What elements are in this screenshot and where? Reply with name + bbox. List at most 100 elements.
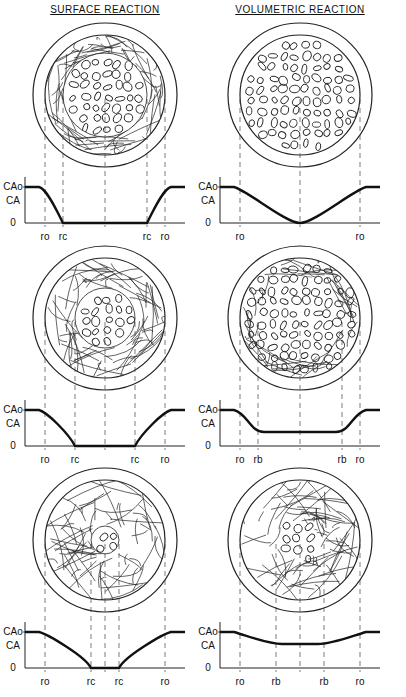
reacted-line bbox=[95, 508, 132, 512]
axis-label: ro bbox=[235, 232, 246, 242]
reacted-line bbox=[333, 514, 359, 551]
axis-label: ro bbox=[355, 677, 366, 687]
pore bbox=[280, 286, 289, 296]
reacted-line bbox=[69, 331, 72, 359]
reacted-line bbox=[75, 143, 104, 145]
concentration-curve bbox=[25, 410, 185, 446]
reacted-line bbox=[64, 514, 76, 544]
reacted-line bbox=[75, 276, 78, 305]
reacted-line bbox=[255, 292, 263, 336]
reacted-line bbox=[271, 583, 276, 586]
reacted-line bbox=[250, 287, 256, 316]
pore bbox=[271, 96, 278, 104]
reacted-line bbox=[125, 37, 134, 45]
pore bbox=[114, 316, 126, 328]
pore bbox=[345, 118, 351, 125]
reacted-line bbox=[245, 336, 249, 338]
axis-label: CAo bbox=[2, 405, 23, 415]
axis-label: CAo bbox=[2, 182, 23, 192]
reacted-line bbox=[326, 565, 340, 585]
pore bbox=[270, 319, 276, 328]
guide-line bbox=[45, 544, 46, 672]
reacted-line bbox=[155, 526, 164, 561]
pore bbox=[83, 103, 91, 111]
reacted-line bbox=[64, 134, 96, 139]
column-heading: SURFACE REACTION bbox=[49, 5, 161, 15]
reacted-line bbox=[345, 522, 354, 580]
axis-label: 0 bbox=[204, 663, 212, 673]
pore bbox=[313, 109, 322, 117]
axis-label: CA bbox=[5, 641, 21, 651]
pore bbox=[111, 103, 122, 115]
pore bbox=[257, 117, 264, 128]
pore bbox=[245, 86, 254, 96]
reacted-line bbox=[120, 503, 125, 525]
reacted-line bbox=[133, 338, 143, 345]
guide-line bbox=[165, 322, 166, 450]
reacted-line bbox=[287, 512, 310, 515]
pore bbox=[301, 64, 307, 75]
pore bbox=[347, 96, 356, 105]
pore bbox=[68, 105, 78, 115]
pore bbox=[324, 288, 332, 295]
pore bbox=[247, 96, 256, 105]
pore bbox=[98, 532, 109, 543]
guide-line bbox=[240, 544, 241, 672]
reacted-line bbox=[276, 559, 294, 590]
core-boundary bbox=[63, 53, 147, 137]
pore bbox=[92, 104, 100, 112]
pore bbox=[81, 328, 92, 338]
pore bbox=[96, 544, 106, 553]
pore bbox=[280, 330, 288, 338]
reacted-line bbox=[309, 277, 346, 303]
axis-label: ro bbox=[235, 455, 246, 465]
axis-label: CAo bbox=[197, 182, 218, 192]
pore bbox=[257, 61, 267, 72]
reacted-layer bbox=[43, 480, 165, 604]
reacted-line bbox=[79, 493, 104, 510]
reacted-line bbox=[100, 562, 102, 603]
pore bbox=[312, 122, 320, 127]
pore bbox=[78, 113, 88, 123]
pore bbox=[101, 113, 110, 123]
pore bbox=[267, 343, 278, 352]
pore bbox=[302, 295, 312, 306]
pore bbox=[69, 81, 80, 88]
axis-label: rc bbox=[58, 232, 68, 242]
reacted-line bbox=[297, 274, 324, 275]
pore bbox=[301, 321, 309, 328]
pore bbox=[301, 50, 313, 63]
pore bbox=[111, 59, 122, 71]
pore bbox=[268, 287, 275, 297]
axis-label: rb bbox=[319, 677, 330, 687]
reacted-line bbox=[269, 527, 280, 546]
pore bbox=[268, 276, 278, 285]
pore bbox=[277, 75, 289, 87]
guide-line bbox=[135, 322, 136, 450]
axis-label: ro bbox=[355, 455, 366, 465]
reacted-line bbox=[283, 496, 316, 498]
pore bbox=[315, 142, 321, 151]
reacted-line bbox=[55, 295, 59, 346]
reacted-line bbox=[337, 286, 354, 322]
reacted-line bbox=[136, 63, 157, 92]
pore bbox=[323, 77, 332, 85]
core-boundary bbox=[91, 526, 119, 554]
reacted-line bbox=[63, 529, 95, 550]
pore bbox=[292, 544, 304, 556]
axis bbox=[220, 622, 221, 668]
pore bbox=[335, 65, 344, 73]
reacted-line bbox=[257, 560, 292, 577]
pore bbox=[289, 287, 299, 297]
pore bbox=[282, 521, 292, 531]
pore bbox=[334, 129, 343, 137]
pore bbox=[312, 331, 323, 342]
pore bbox=[300, 352, 309, 360]
pore bbox=[115, 294, 122, 302]
axis-label: 0 bbox=[204, 441, 212, 451]
pore bbox=[91, 328, 99, 336]
pore bbox=[92, 59, 99, 65]
pore bbox=[270, 107, 278, 116]
concentration-curve bbox=[220, 187, 380, 223]
